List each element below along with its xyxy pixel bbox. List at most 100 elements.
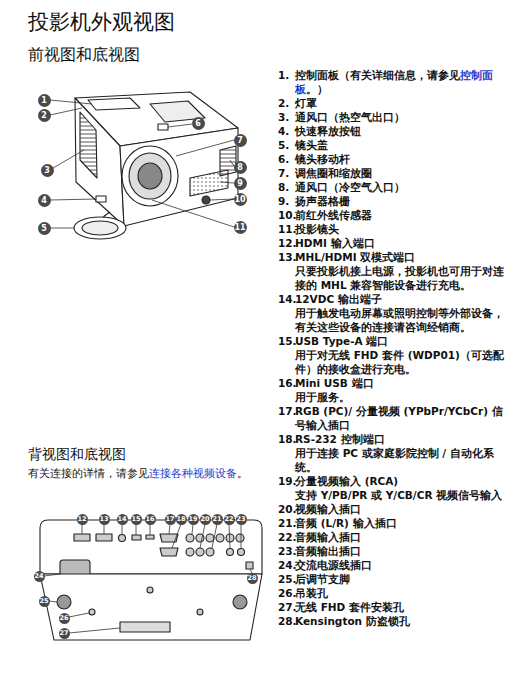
item-body: 音频 (L/R) 输入插口 [295, 516, 507, 530]
item-number: 16. [278, 376, 295, 404]
callout-number: 4 [38, 194, 51, 207]
list-item: 11.投影镜头 [278, 222, 510, 236]
item-body: MHL/HDMI 双模式端口只要投影机接上电源，投影机也可用于对连接的 MHL … [295, 250, 507, 292]
item-number: 12. [278, 236, 295, 250]
page-title: 投影机外观视图 [28, 8, 175, 36]
list-item: 15.USB Type-A 端口用于对无线 FHD 套件 (WDP01)（可选配… [278, 334, 510, 376]
note-text: 有关连接的详情，请参见 [28, 467, 149, 479]
item-text: 灯罩 [295, 97, 317, 109]
list-item: 14.12VDC 输出端子用于触发电动屏幕或照明控制等外部设备，有关这些设备的连… [278, 292, 510, 334]
item-number: 25. [278, 572, 295, 586]
item-heading: 音频输出插口 [295, 545, 361, 557]
leader-lines [44, 100, 252, 633]
item-body: 吊装孔 [295, 586, 507, 600]
item-text: 音频输出插口 [295, 545, 361, 557]
lens-shift-lever [158, 124, 168, 130]
speaker-grille [190, 170, 228, 196]
item-description: 只要投影机接上电源，投影机也可用于对连接的 MHL 兼容智能设备进行充电。 [295, 264, 507, 292]
item-description: 用于连接 PC 或家庭影院控制 / 自动化系统。 [295, 446, 507, 474]
item-body: 分量视频输入 (RCA)支持 Y/PB/PR 或 Y/CB/CR 视频信号输入 [295, 474, 507, 502]
list-item: 2.灯罩 [278, 96, 510, 110]
rear-foot [57, 595, 71, 609]
item-body: 音频输出插口 [295, 544, 507, 558]
item-body: HDMI 输入端口 [295, 236, 507, 250]
item-number: 7. [278, 166, 295, 180]
item-text: 音频 (L/R) 输入插口 [295, 517, 397, 529]
item-heading: 前红外线传感器 [295, 209, 372, 221]
callout-number: 9 [234, 177, 247, 190]
item-heading: RS-232 控制端口 [295, 433, 385, 445]
callout-number: 11 [234, 221, 247, 234]
item-heading: 音频输入插口 [295, 531, 361, 543]
item-text: Kensington 防盗锁孔 [295, 615, 410, 627]
section-heading: 背视图和底视图 [28, 446, 126, 464]
item-body: 镜头移动杆 [295, 152, 507, 166]
rs232-port [160, 548, 178, 556]
item-number: 14. [278, 292, 295, 334]
list-item: 18.RS-232 控制端口用于连接 PC 或家庭影院控制 / 自动化系统。 [278, 432, 510, 474]
item-heading: 视频输入插口 [295, 503, 361, 515]
item-heading: 音频 (L/R) 输入插口 [295, 517, 397, 529]
item-number: 9. [278, 194, 295, 208]
item-body: USB Type-A 端口用于对无线 FHD 套件 (WDP01)（可选配件）的… [295, 334, 507, 376]
hot-air-vent [80, 112, 97, 178]
callout-number: 7 [234, 134, 247, 147]
item-body: 调焦圈和缩放圈 [295, 166, 507, 180]
item-text: 控制面板（有关详细信息，请参见 [295, 69, 460, 81]
callout-number: 19 [188, 514, 199, 525]
callout-number: 24 [34, 571, 45, 582]
callout-number: 28 [247, 573, 258, 584]
list-item: 8.通风口（冷空气入口） [278, 180, 510, 194]
item-heading: 扬声器格栅 [295, 195, 350, 207]
item-description: 用于对无线 FHD 套件 (WDP01)（可选配件）的接收盒进行充电。 [295, 348, 507, 376]
item-heading: 投影镜头 [295, 223, 339, 235]
front-face [120, 128, 238, 226]
rgb-port [160, 534, 178, 542]
list-item: 27.无线 FHD 套件安装孔 [278, 600, 510, 614]
callout-number: 12 [77, 514, 88, 525]
note-text: 。 [237, 467, 248, 479]
item-number: 6. [278, 152, 295, 166]
callout-number: 22 [224, 514, 235, 525]
callout-number: 26 [59, 613, 70, 624]
item-text: 快速释放按钮 [295, 125, 361, 137]
callout-number: 14 [117, 514, 128, 525]
item-body: 通风口（冷空气入口） [295, 180, 507, 194]
kensington-slot [246, 562, 253, 569]
list-item: 7.调焦圈和缩放圈 [278, 166, 510, 180]
item-body: 镜头盖 [295, 138, 507, 152]
item-text: 调焦圈和缩放圈 [295, 167, 372, 179]
item-number: 17. [278, 404, 295, 432]
callout-number: 25 [39, 596, 50, 607]
item-text: 视频输入插口 [295, 503, 361, 515]
callout-number: 13 [99, 514, 110, 525]
item-number: 26. [278, 586, 295, 600]
callout-number: 21 [212, 514, 223, 525]
item-heading: Kensington 防盗锁孔 [295, 615, 410, 627]
list-item: 28.Kensington 防盗锁孔 [278, 614, 510, 628]
item-body: 快速释放按钮 [295, 124, 507, 138]
audio-out [238, 549, 245, 556]
list-item: 5.镜头盖 [278, 138, 510, 152]
usb-a-port [132, 535, 141, 540]
item-heading: 分量视频输入 (RCA) [295, 475, 398, 487]
note: 有关连接的详情，请参见连接各种视频设备。 [28, 467, 248, 481]
item-text: 后调节支脚 [295, 573, 350, 585]
item-text: 通风口（冷空气入口） [295, 181, 405, 193]
item-body: 视频输入插口 [295, 502, 507, 516]
list-item: 20.视频输入插口 [278, 502, 510, 516]
item-body: 交流电源线插口 [295, 558, 507, 572]
item-body: 12VDC 输出端子用于触发电动屏幕或照明控制等外部设备，有关这些设备的连接请咨… [295, 292, 507, 334]
wireless-kit-holes [120, 622, 170, 632]
item-number: 1. [278, 68, 295, 96]
item-heading: 快速释放按钮 [295, 125, 361, 137]
list-item: 21.音频 (L/R) 输入插口 [278, 516, 510, 530]
callout-number: 3 [41, 164, 54, 177]
item-text: 前红外线传感器 [295, 209, 372, 221]
item-heading: 无线 FHD 套件安装孔 [295, 601, 404, 613]
item-text: 扬声器格栅 [295, 195, 350, 207]
side-face [75, 98, 124, 226]
list-item: 3.通风口（热空气出口） [278, 110, 510, 124]
item-heading: 通风口（冷空气入口） [295, 181, 405, 193]
